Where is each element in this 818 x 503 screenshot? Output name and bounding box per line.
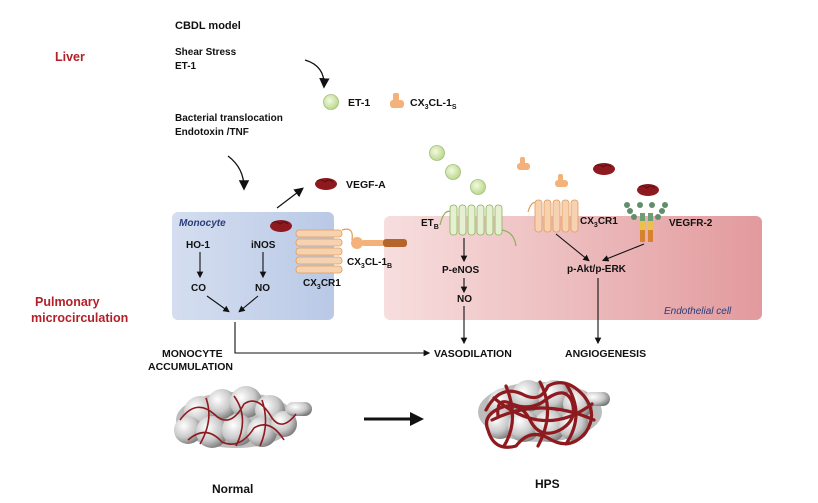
cx3cl1s-legend-icon (390, 93, 404, 108)
monocyte-accumulation-line2: ACCUMULATION (148, 361, 233, 373)
pakt-label: p-Akt/p-ERK (567, 264, 627, 275)
vegf-floating-icon (593, 163, 615, 175)
cx3cl1s-floating-1 (517, 157, 530, 170)
model-title: CBDL model (175, 20, 241, 32)
bacterial-to-monocyte-arrow (227, 155, 250, 191)
endothelial-cell-title: Endothelial cell (664, 306, 732, 317)
cx3cl1s-legend-label: CX3CL-1S (410, 97, 457, 111)
pulmonary-label-line1: Pulmonary (35, 295, 100, 309)
vasodilation-label: VASODILATION (434, 348, 512, 360)
cx3cr1-to-pakt-arrow (555, 233, 590, 262)
shear-stress-label: Shear Stress (175, 47, 237, 58)
et1-sphere-1 (429, 145, 445, 161)
normal-to-hps-arrow-head (410, 412, 424, 426)
monocyte-title: Monocyte (179, 218, 226, 229)
angiogenesis-label: ANGIOGENESIS (565, 348, 646, 360)
normal-label: Normal (212, 482, 253, 496)
accumulation-to-vasodilation-arrow (234, 322, 431, 357)
et1-legend-label: ET-1 (348, 97, 370, 109)
liver-title: Liver (55, 50, 85, 64)
ho1-label: HO-1 (186, 240, 210, 251)
bacterial-translocation-label: Bacterial translocation (175, 113, 283, 124)
etb-receptor (439, 204, 517, 247)
vegfa-label: VEGF-A (346, 179, 386, 191)
vegfa-arrow (276, 187, 304, 209)
endothelial-cx3cr1-receptor (527, 199, 579, 233)
cx3cl1b-ligand-icon (351, 237, 407, 249)
vegfr2-to-pakt-arrow (601, 243, 645, 262)
hps-label: HPS (535, 477, 560, 491)
et1-legend-icon (323, 94, 339, 110)
no-monocyte-label: NO (255, 283, 270, 294)
etb-label: ETB (421, 218, 439, 231)
cx3cl1b-label: CX3CL-1B (347, 257, 392, 270)
pulmonary-label-line2: microcirculation (31, 311, 128, 325)
no-to-accumulation-arrow (238, 295, 259, 313)
normal-vessel-cluster (174, 386, 312, 448)
et1-sphere-2 (445, 164, 461, 180)
liver-to-legend-arrow (304, 59, 330, 89)
co-label: CO (191, 283, 206, 294)
vegf-bound-icon (637, 184, 659, 196)
vegfr2-receptor (624, 202, 668, 242)
no-endothelial-label: NO (457, 294, 472, 305)
monocyte-box (172, 212, 334, 320)
monocyte-cx3cr1-receptor (295, 228, 353, 274)
monocyte-cx3cr1-label: CX3CR1 (303, 278, 341, 291)
peNOS-label: P-eNOS (442, 265, 480, 276)
co-to-accumulation-arrow (206, 295, 230, 313)
hps-vessel-cluster (478, 380, 610, 449)
et1-liver-label: ET-1 (175, 61, 197, 72)
inos-label: iNOS (251, 240, 276, 251)
vegfa-icon (315, 178, 337, 190)
et1-sphere-3 (470, 179, 486, 195)
endothelial-cell-box (384, 216, 762, 320)
cx3cl1s-floating-2 (555, 174, 568, 187)
endothelial-cx3cr1-label: CX3CR1 (580, 216, 618, 229)
endotoxin-tnf-label: Endotoxin /TNF (175, 127, 249, 138)
vegf-monocyte-icon (270, 220, 292, 232)
monocyte-accumulation-line1: MONOCYTE (162, 348, 223, 360)
vegfr2-label: VEGFR-2 (669, 218, 713, 229)
